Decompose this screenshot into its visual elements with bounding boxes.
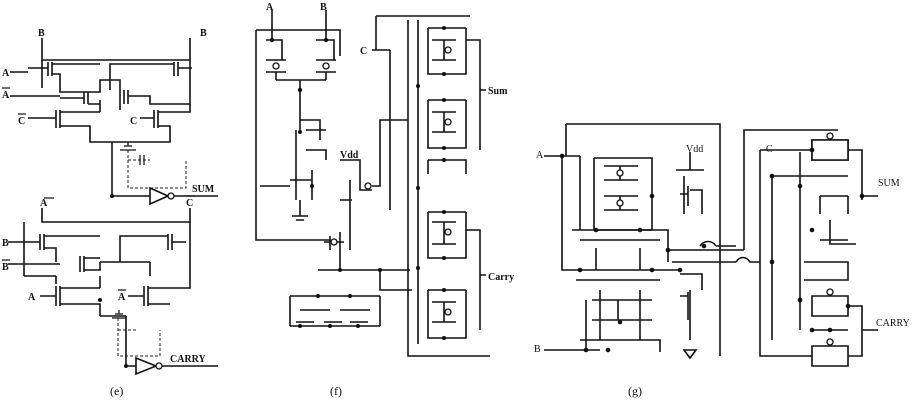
label-c: C [130, 116, 137, 127]
label-sum: Sum [488, 86, 508, 97]
label-a-bar-low: A [118, 292, 126, 303]
panel-e: B B A A C C SUM [2, 28, 218, 398]
panel-e-carry-network [8, 208, 218, 376]
label-c-bar: C [18, 116, 25, 127]
panel-f-labels: A B C Vdd Sum Carry [266, 2, 514, 283]
label-sum: SUM [192, 184, 215, 195]
label-a: A [536, 150, 544, 161]
label-b: B [2, 238, 9, 249]
panel-e-sum-network [10, 38, 218, 206]
label-carry: Carry [488, 272, 514, 283]
label-b-bar: B [2, 262, 9, 273]
panel-e-carry-labels: A C B B A A CARRY [2, 195, 207, 365]
label-c: C [360, 46, 367, 57]
label-carry: CARRY [170, 354, 207, 365]
panel-g: A B C Vdd SUM CARRY (g) [534, 123, 910, 398]
label-vdd: Vdd [686, 144, 703, 155]
label-a: A [266, 2, 274, 13]
label-a-low: A [28, 292, 36, 303]
label-a-top-bar: A [40, 198, 48, 209]
label-sum: SUM [878, 178, 900, 189]
label-c: C [766, 144, 773, 155]
panel-e-sum-labels: B B A A C C SUM [2, 28, 215, 195]
panel-f-circuit [255, 10, 490, 357]
label-a-bar: A [2, 90, 10, 101]
caption-g: (g) [628, 384, 642, 398]
label-b-top-left: B [38, 28, 45, 39]
panel-g-labels: A B C Vdd SUM CARRY [534, 144, 910, 355]
caption-e: (e) [110, 384, 123, 398]
label-b: B [534, 344, 541, 355]
panel-f: A B C Vdd Sum Carry (f) [255, 2, 514, 398]
caption-f: (f) [330, 384, 342, 398]
label-a: A [2, 68, 10, 79]
label-carry: CARRY [876, 318, 910, 329]
label-c-bar-right: C [186, 198, 193, 209]
panel-g-circuit [544, 123, 878, 367]
label-b: B [320, 2, 327, 13]
label-b-top-right: B [200, 28, 207, 39]
label-vdd: Vdd [340, 150, 359, 161]
